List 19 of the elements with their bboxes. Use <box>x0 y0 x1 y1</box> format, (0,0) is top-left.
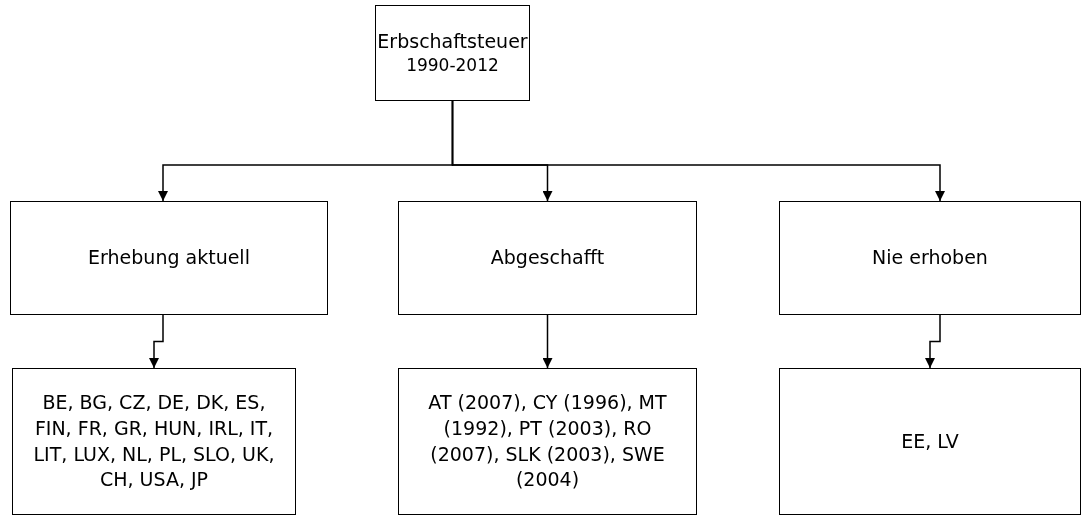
box-label: AT (2007), CY (1996), MT (1992), PT (2003), RO (2007), SLK (2003), SWE (2004) <box>427 390 668 493</box>
text-box <box>779 201 1081 315</box>
arrow <box>542 314 553 369</box>
text-box <box>375 5 530 101</box>
text-box <box>398 368 697 515</box>
box-label: BE, BG, CZ, DE, DK, ES, FIN, FR, GR, HUN, IRL, IT, LIT, LUX, NL, PL, SLO, UK, CH, USA, JP <box>32 390 276 493</box>
box-label: Erbschaftsteuer <box>377 28 528 54</box>
arrow <box>451 100 945 202</box>
text-box <box>398 201 697 315</box>
text-box <box>10 201 328 315</box>
box-label: Abgeschafft <box>490 245 605 271</box>
text-box <box>12 368 296 515</box>
arrow <box>925 314 941 369</box>
box-sublabel: 1990-2012 <box>406 54 499 78</box>
arrow <box>149 314 164 369</box>
box-label: EE, LV <box>901 428 959 454</box>
box-label: Nie erhoben <box>872 245 988 271</box>
text-box <box>779 368 1081 515</box>
box-label: Erhebung aktuell <box>88 245 250 271</box>
